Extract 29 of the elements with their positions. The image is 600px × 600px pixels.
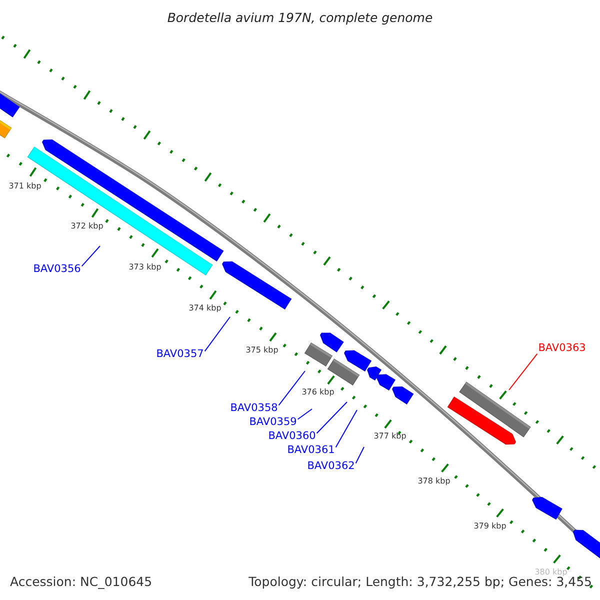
- position-label: 373 kbp: [128, 264, 162, 272]
- position-label: 376 kbp: [302, 388, 334, 398]
- position-label: 378 kbp: [418, 478, 450, 486]
- leader-line: [297, 408, 312, 420]
- position-label: 379 kbp: [474, 522, 506, 532]
- gene-label: BAV0357: [156, 349, 204, 361]
- position-label: 375 kbp: [246, 346, 278, 356]
- position-label: 371 kbp: [8, 182, 42, 192]
- leader-line: [355, 446, 364, 464]
- gene-label: BAV0356: [33, 264, 81, 276]
- gene-label: BAV0362: [307, 461, 355, 473]
- position-label: 372 kbp: [70, 222, 104, 232]
- leader-line: [81, 246, 100, 267]
- leader-line: [278, 370, 306, 406]
- title: Bordetella avium 197N, complete genome: [167, 11, 433, 25]
- gene-label: BAV0359: [249, 417, 297, 429]
- gene-label: BAV0360: [268, 431, 316, 443]
- gene-label: BAV0361: [287, 445, 335, 457]
- genome-summary-text: Topology: circular; Length: 3,732,255 bp; Genes: 3,455: [248, 575, 592, 589]
- position-label: 374 kbp: [188, 304, 222, 314]
- position-label: 380 kbp: [534, 568, 568, 577]
- gene-label: BAV0358: [230, 403, 278, 415]
- leader-line: [335, 410, 358, 448]
- leader-line: [316, 402, 348, 434]
- position-label: 377 kbp: [374, 432, 406, 442]
- gene-label: BAV0363: [538, 343, 586, 355]
- accession-text: Accession: NC_010645: [10, 575, 152, 589]
- leader-line: [508, 353, 538, 390]
- leader-line: [204, 316, 230, 352]
